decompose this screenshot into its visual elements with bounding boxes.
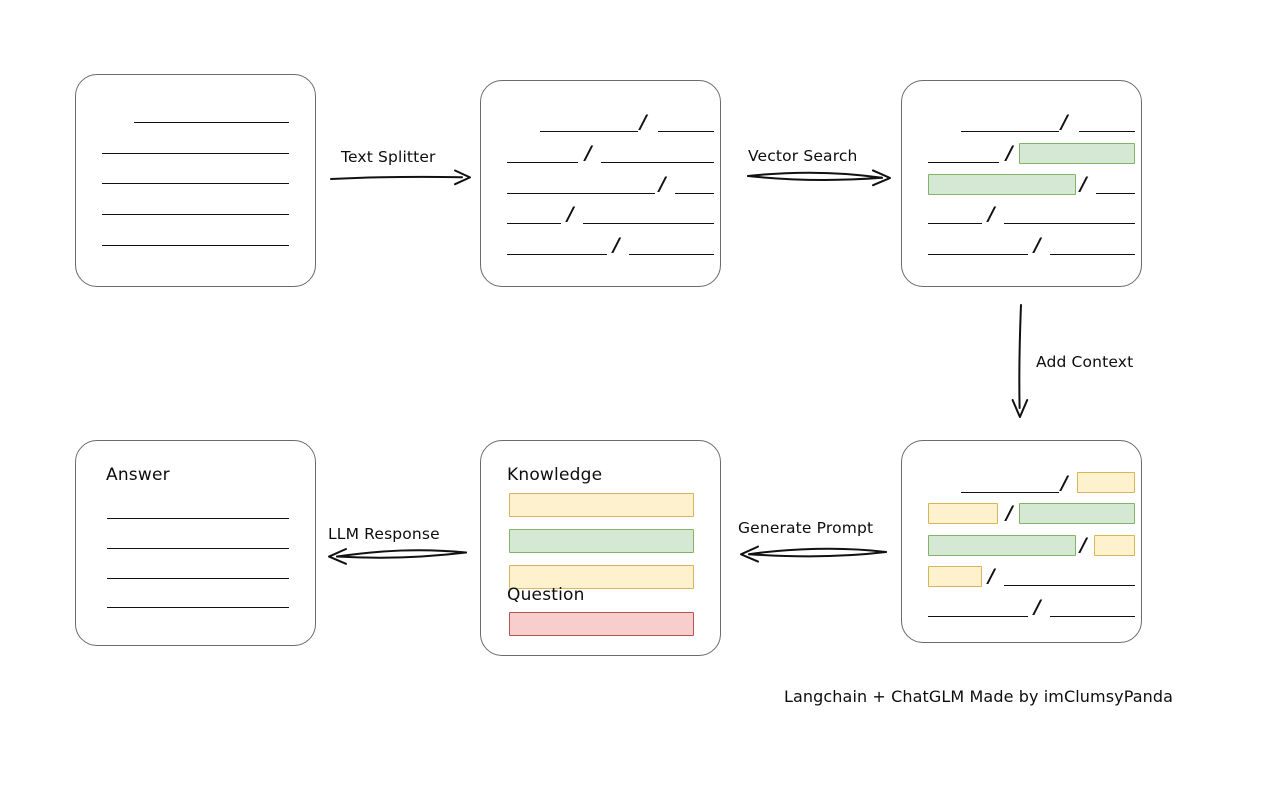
text-rule	[107, 548, 289, 549]
node-vector-matches[interactable]: / / / / /	[901, 80, 1142, 287]
answer-label: Answer	[106, 465, 170, 485]
edge-label-text-splitter: Text Splitter	[341, 148, 436, 166]
text-rule	[107, 578, 289, 579]
text-rule	[928, 254, 1028, 255]
chunk-separator: /	[1006, 502, 1013, 524]
edge-label-generate-prompt: Generate Prompt	[738, 519, 874, 537]
chunk-separator: /	[988, 203, 995, 225]
text-rule	[658, 131, 714, 132]
node-prompt[interactable]: Knowledge Question	[480, 440, 721, 656]
text-rule	[507, 223, 561, 224]
text-rule	[507, 193, 655, 194]
edge-label-add-context: Add Context	[1036, 353, 1134, 371]
text-rule	[928, 162, 999, 163]
matched-chunk-chip[interactable]	[1019, 143, 1135, 164]
matched-chunk-chip[interactable]	[928, 535, 1076, 556]
node-split-chunks[interactable]: / / / / /	[480, 80, 721, 287]
text-rule	[134, 122, 289, 123]
edge-label-vector-search: Vector Search	[748, 147, 858, 165]
text-rule	[601, 162, 714, 163]
matched-chunk-chip[interactable]	[928, 174, 1076, 195]
text-rule	[1050, 254, 1135, 255]
chunk-separator: /	[1080, 173, 1087, 195]
knowledge-chip[interactable]	[509, 565, 694, 589]
text-rule	[507, 254, 607, 255]
node-context-added[interactable]: / / / / /	[901, 440, 1142, 643]
text-rule	[102, 245, 289, 246]
text-rule	[107, 607, 289, 608]
knowledge-chip[interactable]	[509, 529, 694, 553]
edge-llm-response	[328, 548, 467, 565]
text-rule	[107, 518, 289, 519]
context-chunk-chip[interactable]	[1077, 472, 1135, 493]
chunk-separator: /	[567, 203, 574, 225]
edge-text-splitter	[330, 169, 471, 186]
chunk-separator: /	[640, 111, 647, 133]
chunk-separator: /	[659, 173, 666, 195]
context-chunk-chip[interactable]	[928, 503, 998, 524]
text-rule	[629, 254, 714, 255]
chunk-separator: /	[1080, 534, 1087, 556]
chunk-separator: /	[988, 565, 995, 587]
text-rule	[102, 153, 289, 154]
knowledge-label: Knowledge	[507, 465, 603, 485]
matched-chunk-chip[interactable]	[1019, 503, 1135, 524]
edge-generate-prompt	[740, 545, 887, 563]
text-rule	[1079, 131, 1135, 132]
chunk-separator: /	[1034, 596, 1041, 618]
question-chip[interactable]	[509, 612, 694, 636]
text-rule	[928, 223, 982, 224]
edge-label-llm-response: LLM Response	[328, 525, 440, 543]
chunk-separator: /	[613, 234, 620, 256]
node-answer[interactable]: Answer	[75, 440, 316, 646]
knowledge-chip[interactable]	[509, 493, 694, 517]
diagram-caption: Langchain + ChatGLM Made by imClumsyPand…	[784, 687, 1174, 706]
text-rule	[1050, 616, 1135, 617]
text-rule	[928, 616, 1028, 617]
chunk-separator: /	[1034, 234, 1041, 256]
text-rule	[102, 214, 289, 215]
text-rule	[102, 183, 289, 184]
text-rule	[1096, 193, 1135, 194]
edge-vector-search	[747, 169, 891, 187]
text-rule	[961, 492, 1059, 493]
chunk-separator: /	[585, 142, 592, 164]
chunk-separator: /	[1061, 472, 1068, 494]
text-rule	[540, 131, 638, 132]
text-rule	[961, 131, 1059, 132]
chunk-separator: /	[1061, 111, 1068, 133]
text-rule	[1004, 223, 1135, 224]
context-chunk-chip[interactable]	[1094, 535, 1135, 556]
text-rule	[1004, 585, 1135, 586]
node-source-document[interactable]	[75, 74, 316, 287]
context-chunk-chip[interactable]	[928, 566, 982, 587]
edge-add-context	[1011, 304, 1029, 418]
text-rule	[583, 223, 714, 224]
question-label: Question	[507, 585, 585, 605]
chunk-separator: /	[1006, 142, 1013, 164]
text-rule	[507, 162, 578, 163]
text-rule	[675, 193, 714, 194]
